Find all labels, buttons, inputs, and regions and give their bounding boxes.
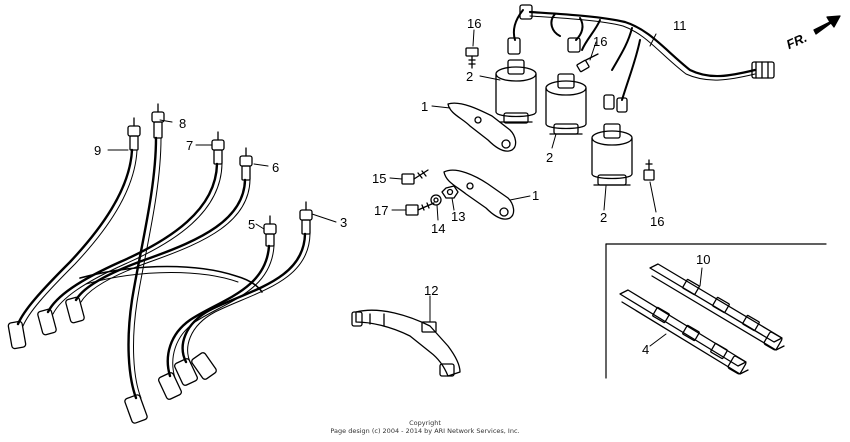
callout-10: 10 <box>696 252 710 267</box>
bolt-17 <box>405 202 435 216</box>
coil-bracket-upper <box>447 102 517 152</box>
plug-wire-8 <box>7 117 141 350</box>
wire-clamp-10 <box>649 263 785 351</box>
washer-14 <box>430 194 442 206</box>
ignition-coil-upper <box>495 59 537 124</box>
wire-holder-11 <box>351 309 461 377</box>
plug-wire-7 <box>124 103 165 424</box>
callout-16-lower: 16 <box>650 214 664 229</box>
front-direction-marker: FR. <box>784 15 841 52</box>
bolt-16-lower <box>643 159 655 181</box>
callout-6: 7 <box>186 138 193 153</box>
callout-11: 12 <box>424 283 438 298</box>
callout-16-upper: 16 <box>467 16 481 31</box>
ignition-coil-lower <box>591 123 633 186</box>
callout-4: 5 <box>248 217 255 232</box>
callout-14: 14 <box>431 221 445 236</box>
callout-2-upper: 2 <box>466 69 473 84</box>
copyright-notice: Page design (c) 2004 - 2014 by ARI Netwo… <box>330 427 520 435</box>
plug-wire-3 <box>174 201 313 386</box>
plug-wire-5 <box>65 147 253 324</box>
bolt-15 <box>401 169 429 185</box>
callout-7: 8 <box>179 116 186 131</box>
ignition-coil-middle <box>545 73 587 135</box>
callout-5: 6 <box>272 160 279 175</box>
callout-1-lower: 1 <box>532 188 539 203</box>
leader-lines <box>107 29 703 347</box>
ignition-wire-harness <box>507 4 775 113</box>
front-direction-label: FR. <box>784 30 809 52</box>
callout-16-middle: 16 <box>593 34 607 49</box>
callout-13: 13 <box>451 209 465 224</box>
callout-15: 15 <box>372 171 386 186</box>
plug-wire-4 <box>158 215 277 400</box>
callout-3: 3 <box>340 215 347 230</box>
plug-wire-6 <box>37 131 225 336</box>
inset-frame <box>605 243 827 379</box>
front-arrow-icon <box>813 15 841 35</box>
callout-1-upper: 1 <box>421 99 428 114</box>
callout-2-lower: 2 <box>600 210 607 225</box>
callout-12: 4 <box>642 342 649 357</box>
callout-9: 11 <box>673 18 687 33</box>
wire-clamp-12 <box>619 289 749 375</box>
callout-17: 17 <box>374 203 388 218</box>
copyright-label: Copyright <box>409 419 441 427</box>
coil-bracket-lower <box>443 169 515 220</box>
spark-plug-wire-set <box>7 103 313 424</box>
callout-2-middle: 2 <box>546 150 553 165</box>
callout-8: 9 <box>94 143 101 158</box>
bolt-16-middle <box>576 53 599 73</box>
nut-13 <box>441 185 459 199</box>
bolt-16-upper <box>465 47 479 69</box>
callout-numbers: 16 2 1 16 2 2 16 11 8 7 9 6 5 3 15 17 14… <box>94 16 710 357</box>
